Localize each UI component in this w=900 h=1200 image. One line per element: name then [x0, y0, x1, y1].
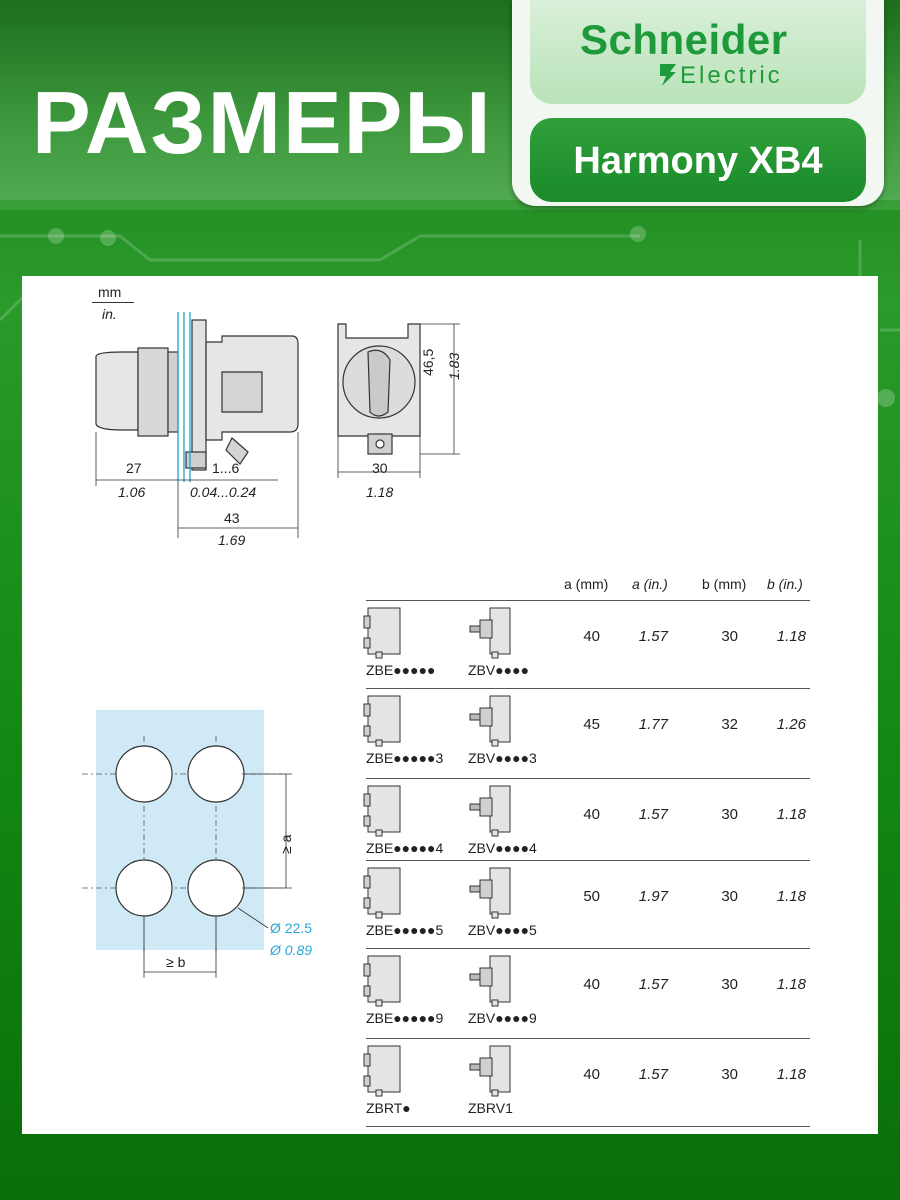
label-a: ≥ a	[278, 834, 294, 854]
cell-a-mm: 45	[583, 716, 600, 733]
cell-b-in: 1.18	[776, 628, 806, 645]
light-block-icon	[469, 607, 511, 659]
cell-b-mm: 30	[721, 976, 738, 993]
unit-divider	[92, 302, 134, 303]
light-block-icon	[469, 955, 511, 1007]
cell-a-mm: 40	[583, 806, 600, 823]
contact-block-icon	[363, 955, 401, 1007]
code-contact-block: ZBE●●●●●5	[366, 922, 444, 938]
dim-27: 27	[126, 460, 142, 476]
row-divider	[366, 778, 810, 779]
code-contact-block: ZBE●●●●●4	[366, 840, 444, 856]
cell-a-in: 1.57	[638, 806, 668, 823]
code-contact-block: ZBE●●●●●	[366, 662, 436, 678]
cell-a-mm: 50	[583, 888, 600, 905]
contact-block-icon	[363, 867, 401, 919]
life-is-on-icon	[660, 64, 676, 86]
cutout-panel	[96, 710, 264, 950]
light-block-icon	[469, 1045, 511, 1097]
diameter-mm: Ø 22.5	[270, 920, 313, 936]
row-divider	[366, 1038, 810, 1039]
row-divider	[366, 948, 810, 949]
unit-mm: mm	[98, 284, 122, 300]
cutout-drawing	[82, 736, 292, 978]
header-b-in: b (in.)	[767, 576, 803, 592]
cell-b-in: 1.26	[776, 716, 806, 733]
light-block-icon	[469, 785, 511, 837]
contact-block-icon	[363, 607, 401, 659]
code-light-block: ZBRV1	[468, 1100, 513, 1116]
cell-a-mm: 40	[583, 628, 600, 645]
cell-b-in: 1.18	[776, 1066, 806, 1083]
label-b: ≥ b	[166, 954, 186, 970]
cell-b-mm: 32	[721, 716, 738, 733]
unit-in: in.	[102, 306, 117, 322]
header-a-mm: a (mm)	[564, 576, 609, 592]
cell-b-in: 1.18	[776, 976, 806, 993]
light-block-icon	[469, 867, 511, 919]
dim-1-6-in: 0.04...0.24	[190, 484, 257, 500]
code-light-block: ZBV●●●●	[468, 662, 530, 678]
dim-30-in: 1.18	[366, 484, 394, 500]
header-b-mm: b (mm)	[702, 576, 747, 592]
cell-b-mm: 30	[721, 628, 738, 645]
series-box: Harmony XB4	[530, 118, 866, 202]
cell-a-in: 1.57	[638, 628, 668, 645]
code-contact-block: ZBRT●	[366, 1100, 411, 1116]
cell-a-mm: 40	[583, 976, 600, 993]
code-light-block: ZBV●●●●9	[468, 1010, 537, 1026]
dimension-sheet: mm in. 27 1.06 1...6 0.04...	[22, 276, 878, 1134]
row-divider	[366, 600, 810, 601]
header-a-in: a (in.)	[632, 576, 668, 592]
dim-46-5: 46,5	[420, 348, 436, 376]
front-view-drawing	[337, 323, 460, 478]
brand-card: Schneider Electric Harmony XB4	[512, 0, 884, 206]
row-divider	[366, 688, 810, 689]
code-light-block: ZBV●●●●4	[468, 840, 537, 856]
dim-43-in: 1.69	[218, 532, 246, 548]
cell-a-mm: 40	[583, 1066, 600, 1083]
side-view-drawing	[95, 312, 299, 538]
cell-b-mm: 30	[721, 806, 738, 823]
series-label: Harmony XB4	[573, 140, 823, 182]
diameter-in: Ø 0.89	[270, 942, 313, 958]
cell-a-in: 1.97	[638, 888, 668, 905]
cell-b-mm: 30	[721, 1066, 738, 1083]
cell-a-in: 1.77	[638, 716, 668, 733]
cell-a-in: 1.57	[638, 976, 668, 993]
dim-46-5-in: 1.83	[446, 352, 462, 380]
brand-sub: Electric	[680, 62, 783, 89]
cell-b-in: 1.18	[776, 888, 806, 905]
row-divider	[366, 860, 810, 861]
code-contact-block: ZBE●●●●●9	[366, 1010, 444, 1026]
row-divider	[366, 1126, 810, 1127]
page-title: РАЗМЕРЫ	[32, 73, 493, 172]
dim-43: 43	[224, 510, 240, 526]
cell-b-in: 1.18	[776, 806, 806, 823]
contact-block-icon	[363, 1045, 401, 1097]
schneider-logo: Schneider Electric	[530, 0, 866, 104]
dim-30: 30	[372, 460, 388, 476]
code-contact-block: ZBE●●●●●3	[366, 750, 444, 766]
contact-block-icon	[363, 785, 401, 837]
code-light-block: ZBV●●●●3	[468, 750, 537, 766]
brand-name: Schneider	[580, 16, 788, 63]
cell-b-mm: 30	[721, 888, 738, 905]
code-light-block: ZBV●●●●5	[468, 922, 537, 938]
light-block-icon	[469, 695, 511, 747]
dim-1-6: 1...6	[212, 460, 240, 476]
dim-27-in: 1.06	[118, 484, 146, 500]
cell-a-in: 1.57	[638, 1066, 668, 1083]
contact-block-icon	[363, 695, 401, 747]
